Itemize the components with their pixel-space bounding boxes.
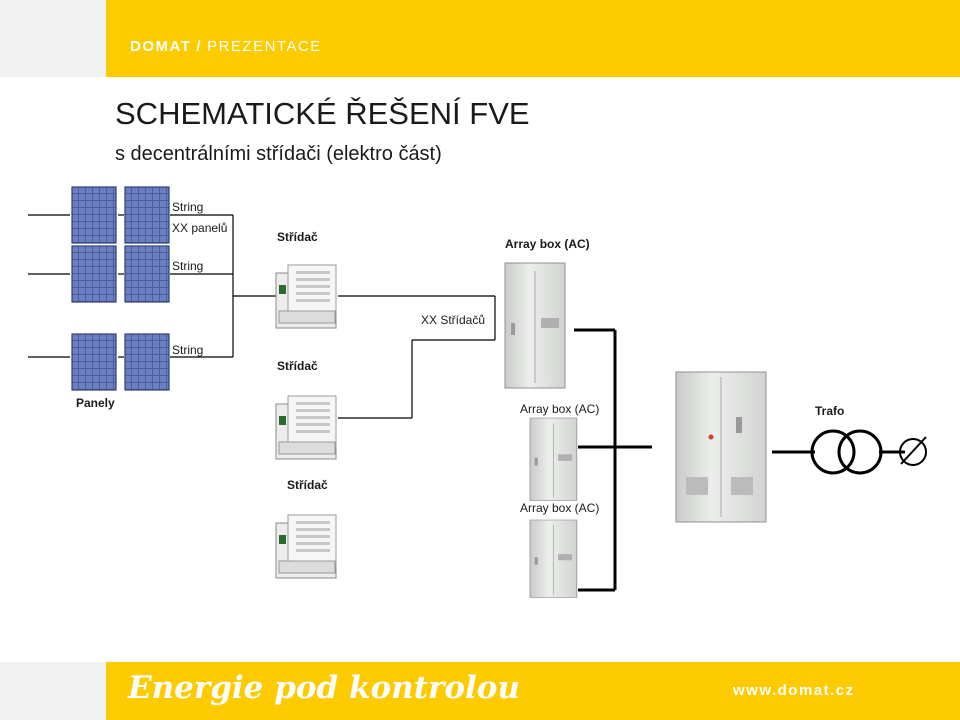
array-box [529,519,578,598]
header-bar [106,0,960,77]
ac-bus [338,295,905,592]
inverter [275,514,337,579]
label-string: String [172,343,204,357]
inverter [275,395,337,460]
label-inverter-count: XX Střídačů [421,313,486,327]
slide-title: SCHEMATICKÉ ŘEŠENÍ FVE [115,96,530,131]
array-box [529,417,578,501]
slide-subtitle: s decentrálními střídači (elektro část) [115,143,442,165]
array-box [504,262,566,389]
label-panels: Panely [76,396,115,410]
solar-panel [124,333,170,391]
grid-connection-icon [899,436,927,466]
header-brand: DOMAT/PREZENTACE [130,38,322,55]
label-array-box: Array box (AC) [520,501,600,515]
footer-url[interactable]: www.domat.cz [733,682,855,699]
solar-panel [71,245,117,303]
solar-panel [71,186,117,244]
transformer-icon [810,429,883,475]
solar-panel [71,333,117,391]
header-left-panel [0,0,106,77]
solar-panel [124,186,170,244]
label-array-box: Array box (AC) [505,237,590,251]
label-array-box: Array box (AC) [520,402,600,416]
label-trafo: Trafo [815,404,845,418]
label-inverter: Střídač [277,359,318,373]
label-inverter: Střídač [287,478,328,492]
main-switchboard [675,371,767,523]
label-string: String [172,259,204,273]
footer-slogan: Energie pod kontrolou [128,670,521,706]
label-inverter: Střídač [277,230,318,244]
inverter [275,264,337,329]
footer-bar [106,662,960,720]
label-string: String [172,200,204,214]
footer-left-panel [0,662,106,720]
string-wiring [28,214,280,358]
label-panel-count: XX panelů [172,221,228,235]
solar-panel [124,245,170,303]
